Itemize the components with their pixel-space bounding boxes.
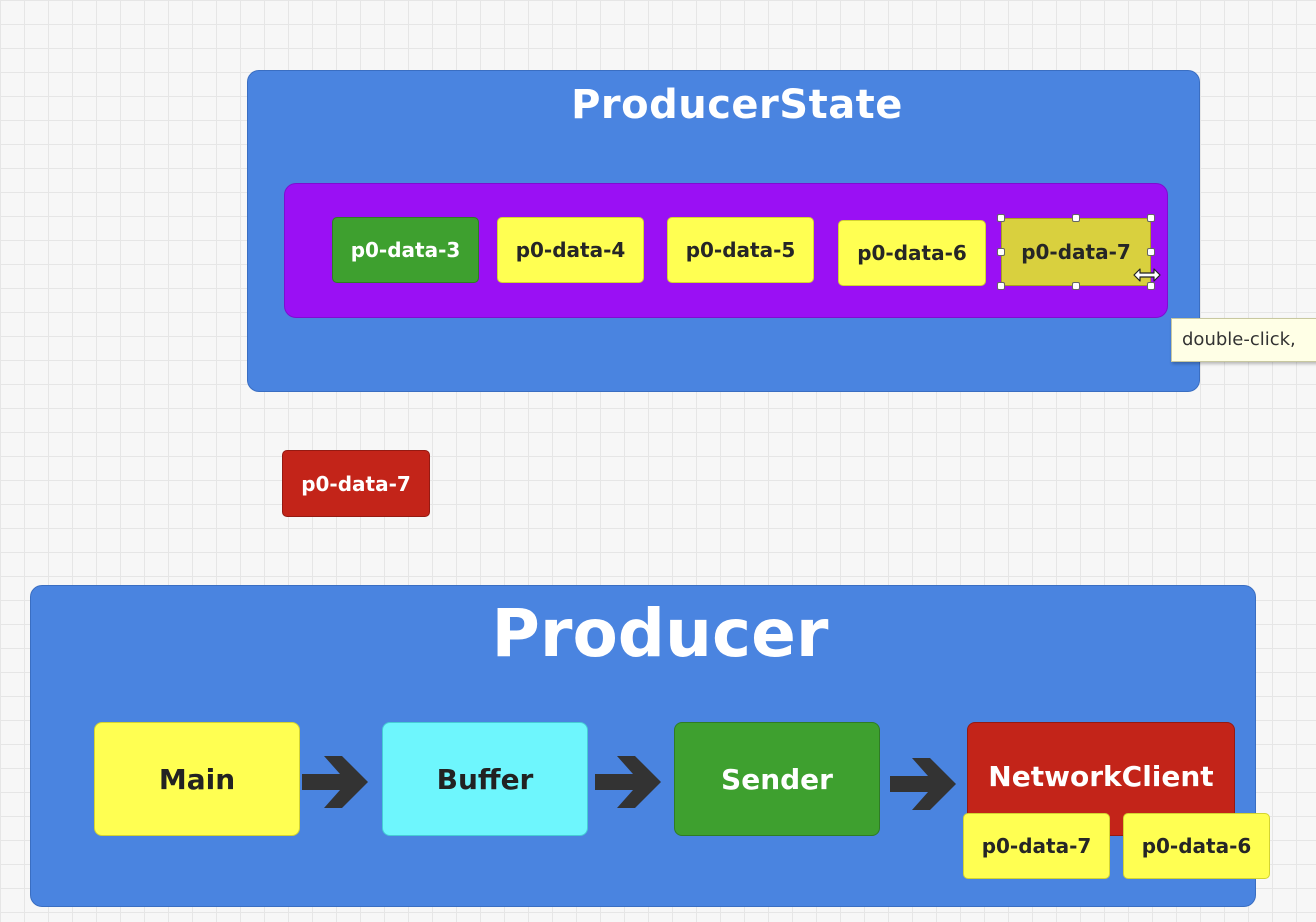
edit-tooltip: double-click, (1171, 318, 1316, 362)
producer-state-title: ProducerState (571, 82, 903, 128)
stage-buffer[interactable]: Buffer (382, 722, 588, 836)
resize-handle-right[interactable] (1147, 248, 1155, 256)
resize-handle-top-left[interactable] (997, 214, 1005, 222)
resize-handle-bottom[interactable] (1072, 282, 1080, 290)
in-flight-p0-data-7[interactable]: p0-data-7 (282, 450, 430, 517)
network-item-p0-data-7[interactable]: p0-data-7 (963, 813, 1110, 879)
resize-handle-left[interactable] (997, 248, 1005, 256)
stage-sender[interactable]: Sender (674, 722, 880, 836)
queue-item-p0-data-4[interactable]: p0-data-4 (497, 217, 644, 283)
resize-handle-bottom-right[interactable] (1147, 282, 1155, 290)
stage-main[interactable]: Main (94, 722, 300, 836)
arrow-right-icon (595, 756, 661, 808)
resize-handle-bottom-left[interactable] (997, 282, 1005, 290)
producer-title: Producer (491, 595, 829, 672)
resize-cursor-icon (1133, 268, 1161, 282)
resize-handle-top[interactable] (1072, 214, 1080, 222)
network-item-p0-data-6[interactable]: p0-data-6 (1123, 813, 1270, 879)
arrow-right-icon (302, 756, 368, 808)
arrow-right-icon (890, 758, 956, 810)
resize-handle-top-right[interactable] (1147, 214, 1155, 222)
queue-item-p0-data-3[interactable]: p0-data-3 (332, 217, 479, 283)
queue-item-p0-data-7-selected[interactable]: p0-data-7 (1001, 218, 1151, 286)
queue-item-p0-data-5[interactable]: p0-data-5 (667, 217, 814, 283)
queue-item-p0-data-6[interactable]: p0-data-6 (838, 220, 986, 286)
